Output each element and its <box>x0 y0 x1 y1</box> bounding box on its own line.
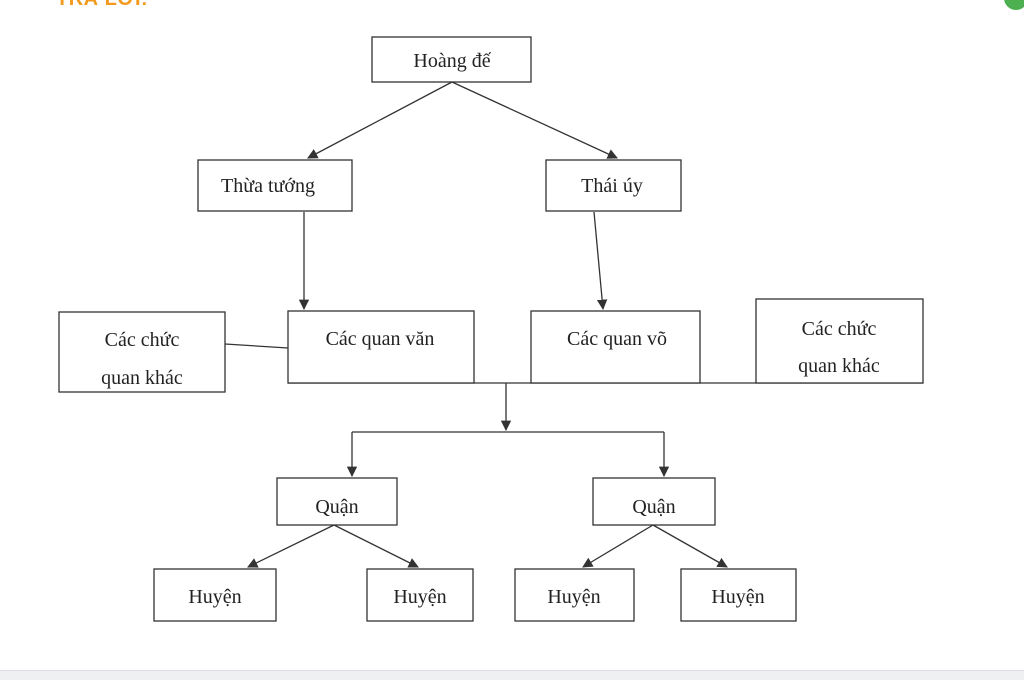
edge-otherleft-quanvan <box>224 343 289 349</box>
node-cac-chuc-quan-khac-left: Các chức quan khác <box>58 311 226 393</box>
node-cac-chuc-quan-khac-right-line1: Các chức <box>802 318 877 340</box>
edge-quanright-huyen4 <box>652 524 728 568</box>
node-cac-quan-vo: Các quan võ <box>530 310 701 384</box>
bottom-scroll-edge <box>0 670 1024 680</box>
node-huyen-4-label: Huyện <box>711 586 764 608</box>
node-thai-uy-label: Thái úy <box>581 175 643 197</box>
node-cac-quan-van-label: Các quan văn <box>326 328 435 350</box>
node-cac-quan-vo-label: Các quan võ <box>567 328 667 350</box>
edge-quanleft-huyen2 <box>333 524 419 568</box>
node-huyen-2-label: Huyện <box>393 586 446 608</box>
edge-hoangde-thuatuong <box>307 81 453 159</box>
node-huyen-1: Huyện <box>153 568 277 622</box>
node-quan-right: Quận <box>592 477 716 526</box>
status-indicator-icon <box>1004 0 1024 10</box>
node-quan-left-label: Quận <box>315 496 358 518</box>
node-cac-chuc-quan-khac-left-line2: quan khác <box>101 367 183 389</box>
node-huyen-2: Huyện <box>366 568 474 622</box>
node-cac-quan-van: Các quan văn <box>287 310 475 384</box>
edge-hoangde-thaiuy <box>451 81 618 159</box>
node-quan-left: Quận <box>276 477 398 526</box>
node-cac-chuc-quan-khac-right-line2: quan khác <box>798 355 880 377</box>
node-hoang-de-label: Hoàng đế <box>413 50 491 72</box>
node-thai-uy: Thái úy <box>545 159 682 212</box>
node-huyen-3: Huyện <box>514 568 635 622</box>
node-thua-tuong: Thừa tướng <box>197 159 353 212</box>
edge-thaiuy-quanvo <box>593 211 608 311</box>
edge-quanleft-huyen1 <box>247 524 335 568</box>
node-cac-chuc-quan-khac-right: Các chức quan khác <box>755 298 924 384</box>
node-huyen-3-label: Huyện <box>547 586 600 608</box>
node-cac-chuc-quan-khac-left-line1: Các chức <box>105 329 180 351</box>
edge-quanright-huyen3 <box>582 524 654 568</box>
node-quan-right-label: Quận <box>632 496 675 518</box>
node-hoang-de: Hoàng đế <box>371 36 532 83</box>
node-huyen-1-label: Huyện <box>188 586 241 608</box>
node-thua-tuong-label: Thừa tướng <box>221 175 315 197</box>
node-huyen-4: Huyện <box>680 568 797 622</box>
answer-heading: TRẢ LỜI: <box>56 0 148 11</box>
